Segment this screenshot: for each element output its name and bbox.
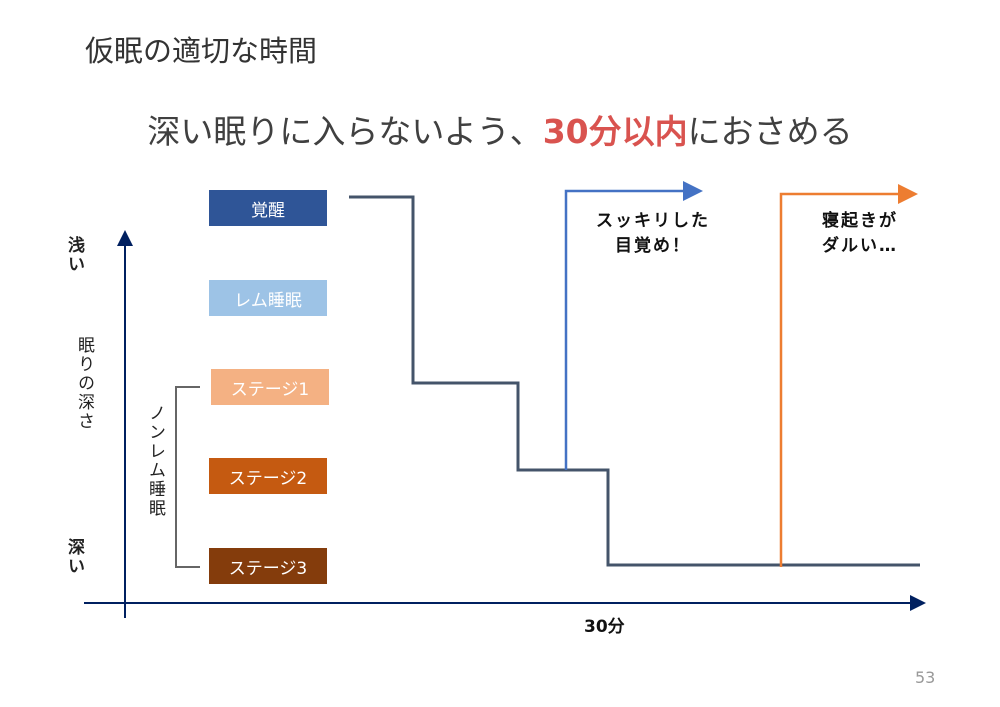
stage-label: ステージ1 bbox=[230, 379, 310, 400]
deep-label: 深い bbox=[64, 538, 84, 576]
stage-awake: 覚醒 bbox=[209, 190, 327, 226]
stage-label: 覚醒 bbox=[251, 200, 285, 221]
stage-rem: レム睡眠 bbox=[209, 280, 327, 316]
good-wake-arrow bbox=[564, 181, 703, 470]
stage-label: ステージ3 bbox=[228, 558, 308, 579]
note-line: スッキリした bbox=[596, 211, 710, 231]
note-line: ダルい… bbox=[822, 236, 898, 256]
bad-wake-note: 寝起きがダルい… bbox=[800, 209, 920, 259]
subtitle-highlight: 30分以内 bbox=[542, 112, 688, 151]
sleep-depth-line bbox=[349, 195, 920, 567]
non-rem-bracket bbox=[175, 386, 200, 568]
x-axis-label: 30分 bbox=[584, 617, 625, 637]
stage-label: レム睡眠 bbox=[234, 290, 302, 311]
stage-3: ステージ3 bbox=[209, 548, 327, 584]
y-axis-label: 眠りの深さ bbox=[74, 336, 94, 431]
stage-1: ステージ1 bbox=[211, 369, 329, 405]
page-number: 53 bbox=[915, 668, 936, 687]
bad-wake-arrow bbox=[779, 184, 918, 567]
stage-2: ステージ2 bbox=[209, 458, 327, 494]
note-line: 目覚め！ bbox=[615, 236, 691, 256]
slide-title: 仮眠の適切な時間 bbox=[85, 34, 318, 68]
note-line: 寝起きが bbox=[822, 211, 898, 231]
stage-label: ステージ2 bbox=[228, 468, 308, 489]
good-wake-note: スッキリした目覚め！ bbox=[578, 209, 728, 259]
slide-subtitle: 深い眠りに入らないよう、30分以内におさめる bbox=[0, 105, 1000, 153]
subtitle-text: 深い眠りに入らないよう、 bbox=[147, 112, 543, 151]
non-rem-label: ノンレム睡眠 bbox=[145, 404, 165, 518]
subtitle-text-end: におさめる bbox=[687, 112, 853, 151]
shallow-label: 浅い bbox=[64, 236, 84, 274]
